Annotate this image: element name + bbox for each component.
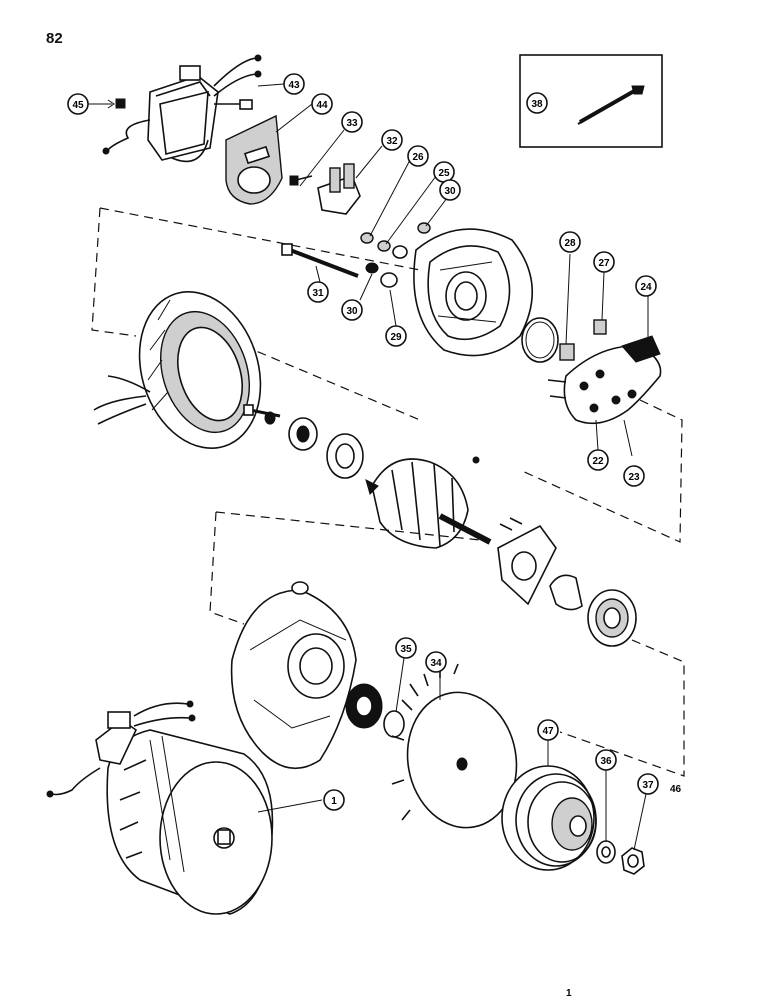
gasket [225,114,283,205]
callout-35-label: 35 [400,644,412,655]
dashed-guide-top-left [91,207,137,337]
dashed-guide-lower-left [209,511,245,625]
rectifier-bridge [547,335,662,425]
footer-mark: 1 [566,988,572,999]
callout-29-label: 29 [390,332,402,343]
callout-24-label: 24 [640,282,652,293]
callout-30-bottom-label: 30 [346,306,358,317]
callout-36-label: 36 [600,756,612,767]
callout-47: 47 [537,719,559,741]
stator [93,291,262,449]
alternator-assembly [46,700,274,915]
dashed-guide-top [99,207,421,271]
callout-33: 33 [341,111,363,133]
regulator-assembly [88,54,262,163]
callout-45: 45 [67,93,89,115]
callout-23-label: 23 [628,472,640,483]
drive-end-frame [230,581,357,770]
callout-31: 31 [307,281,329,303]
callout-28: 28 [559,231,581,253]
callout-30-bottom: 30 [341,299,363,321]
page-number: 82 [46,30,63,47]
callout-30-top: 30 [439,179,461,201]
callout-28-label: 28 [564,238,576,249]
callout-35: 35 [395,637,417,659]
callout-47-label: 47 [542,726,554,737]
callout-26-label: 26 [412,152,424,163]
callout-24: 24 [635,275,657,297]
callout-1-label: 1 [331,796,337,807]
slip-ring-end-frame [413,228,534,357]
callout-38-label: 38 [531,99,543,110]
callout-34-label: 34 [430,658,442,669]
callout-23: 23 [623,465,645,487]
bushings [559,319,607,361]
brush-holder [289,163,361,215]
seal-inner [355,695,373,717]
callout-22-label: 22 [592,456,604,467]
callout-38: 38 [526,92,548,114]
callout-34: 34 [425,651,447,673]
dashed-guide-mid [229,339,421,421]
callout-44-label: 44 [316,100,328,111]
callout-46-label: 46 [670,784,682,795]
callout-44: 44 [311,93,333,115]
callout-22: 22 [587,449,609,471]
callout-25-label: 25 [438,168,450,179]
washer-36 [596,840,616,864]
fan [391,663,518,829]
bearing-retainer [497,517,557,606]
dashed-guide-right [519,399,683,543]
callout-27-label: 27 [598,258,610,269]
rotor-shaft-hardware [243,404,364,479]
inset-box [519,54,663,148]
pulley [501,765,597,871]
callout-29: 29 [385,325,407,347]
callout-27: 27 [593,251,615,273]
callout-25: 25 [433,161,455,183]
callout-26: 26 [407,145,429,167]
callout-37-label: 37 [642,780,654,791]
through-bolt [281,243,359,278]
o-ring-inner [525,321,555,359]
callout-43-label: 43 [288,80,300,91]
callout-30-top-label: 30 [444,186,456,197]
callout-43: 43 [283,73,305,95]
callout-33-label: 33 [346,118,358,129]
dashed-guide-lower-right [559,639,685,777]
rotor [365,456,492,549]
callout-45-label: 45 [72,100,84,111]
nut-37 [621,847,645,875]
callout-32-label: 32 [386,136,398,147]
o-ring [521,317,559,363]
washer-36-hole [601,846,611,858]
spacer-35 [383,710,405,738]
callout-1: 1 [323,789,345,811]
callout-36: 36 [595,749,617,771]
callout-31-label: 31 [312,288,324,299]
callout-32: 32 [381,129,403,151]
leader-lines [257,83,649,851]
callout-37: 37 [637,773,659,795]
spacer-bearing [549,574,637,647]
nut-37-bore [627,854,639,868]
